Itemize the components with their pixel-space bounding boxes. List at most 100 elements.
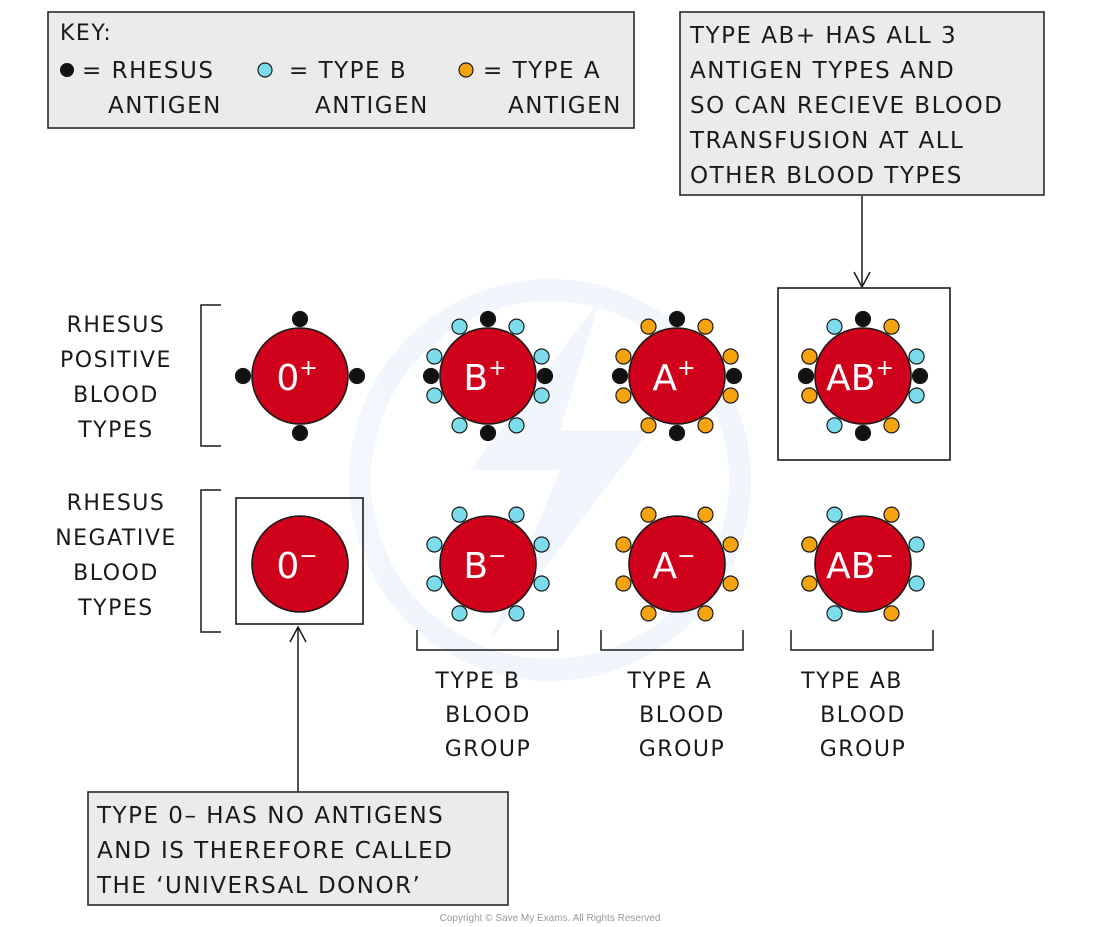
type-a-antigen xyxy=(615,575,632,592)
antigens-ab-negative xyxy=(801,506,925,622)
positive-row-label: RHESUS POSITIVE BLOOD TYPES xyxy=(60,304,221,447)
type-b-group: TYPE B BLOOD GROUP xyxy=(416,630,559,762)
rhesus-antigen-icon xyxy=(60,63,74,77)
negative-row-label: RHESUS NEGATIVE BLOOD TYPES xyxy=(55,489,221,633)
o-negative-note: TYPE 0– HAS NO ANTIGENS AND IS THEREFORE… xyxy=(87,791,509,906)
rhesus-antigen xyxy=(725,367,743,385)
cell-label-a-negative: A− xyxy=(652,544,695,587)
type-a-antigen xyxy=(615,387,632,404)
type-b-antigen xyxy=(426,387,443,404)
rhesus-antigen xyxy=(348,367,366,385)
type-b-antigen xyxy=(826,318,843,335)
antigens-ab-positive xyxy=(797,310,929,442)
cell-sign-b-positive: + xyxy=(488,356,506,381)
o-note-line-3: THE ‘UNIVERSAL DONOR’ xyxy=(96,873,421,899)
rhesus-antigen xyxy=(797,367,815,385)
positive-bracket xyxy=(200,304,221,447)
red-blood-cell xyxy=(251,515,349,613)
key-type-b-line1: = TYPE B xyxy=(289,58,407,84)
type-b-antigen xyxy=(826,605,843,622)
cell-sign-o-positive: + xyxy=(299,356,317,381)
type-b-antigen xyxy=(426,575,443,592)
type-b-antigen xyxy=(508,417,525,434)
rhesus-antigen xyxy=(536,367,554,385)
cell-ab-positive: AB+ xyxy=(797,310,929,442)
type-b-group-line-2: BLOOD xyxy=(445,703,531,728)
rhesus-antigen xyxy=(422,367,440,385)
type-a-antigen-icon xyxy=(458,62,474,78)
cell-a-positive: A+ xyxy=(611,310,743,442)
cell-base-o-negative: 0 xyxy=(276,546,299,587)
type-a-antigen xyxy=(640,417,657,434)
negative-label-line-3: BLOOD xyxy=(73,561,159,586)
negative-label-line-2: NEGATIVE xyxy=(55,526,177,551)
cell-sign-o-negative: − xyxy=(299,544,317,569)
type-b-antigen xyxy=(508,318,525,335)
type-b-antigen xyxy=(426,536,443,553)
type-a-antigen xyxy=(883,318,900,335)
cell-base-ab-negative: AB xyxy=(826,546,875,587)
cell-base-b-negative: B xyxy=(463,546,488,587)
type-a-antigen xyxy=(722,575,739,592)
key-type-a-line1: = TYPE A xyxy=(483,58,601,84)
blood-cells: 0+B+A+AB+0−B−A−AB− xyxy=(234,310,929,622)
cell-sign-b-negative: − xyxy=(488,544,506,569)
cell-o-positive: 0+ xyxy=(234,310,366,442)
cell-base-o-positive: 0 xyxy=(276,358,299,399)
ab-note-line-3: SO CAN RECIEVE BLOOD xyxy=(690,93,1003,119)
antigens-a-negative xyxy=(615,506,739,622)
rhesus-antigen xyxy=(668,310,686,328)
antigens-a-positive xyxy=(611,310,743,442)
rhesus-antigen xyxy=(854,424,872,442)
rhesus-antigen xyxy=(234,367,252,385)
type-a-antigen xyxy=(640,318,657,335)
type-ab-group-line-3: GROUP xyxy=(820,737,907,762)
type-b-antigen xyxy=(908,575,925,592)
cell-label-b-positive: B+ xyxy=(463,356,506,399)
copyright: Copyright © Save My Exams. All Rights Re… xyxy=(440,913,661,924)
cell-o-negative: 0− xyxy=(251,515,349,613)
rhesus-antigen xyxy=(291,424,309,442)
key-rhesus-line2: ANTIGEN xyxy=(108,93,222,119)
type-a-antigen xyxy=(640,506,657,523)
type-b-antigen xyxy=(451,605,468,622)
red-blood-cell xyxy=(814,327,912,425)
red-blood-cell xyxy=(439,327,537,425)
cell-ab-negative: AB− xyxy=(801,506,925,622)
red-blood-cell xyxy=(814,515,912,613)
key-rhesus-line1: = RHESUS xyxy=(82,58,214,84)
o-note-line-1: TYPE 0– HAS NO ANTIGENS xyxy=(96,803,444,829)
type-a-antigen xyxy=(640,605,657,622)
o-negative-frame xyxy=(235,497,364,625)
type-ab-group: TYPE AB BLOOD GROUP xyxy=(790,630,934,762)
cell-sign-a-negative: − xyxy=(677,544,695,569)
rhesus-antigen xyxy=(668,424,686,442)
negative-label-line-4: TYPES xyxy=(77,596,154,621)
rhesus-antigen xyxy=(854,310,872,328)
watermark-logo xyxy=(349,279,751,681)
type-ab-group-line-2: BLOOD xyxy=(820,703,906,728)
cell-label-ab-positive: AB+ xyxy=(826,356,894,399)
antigens-b-positive xyxy=(422,310,554,442)
cell-label-ab-negative: AB− xyxy=(826,544,894,587)
red-blood-cell xyxy=(628,515,726,613)
type-a-antigen xyxy=(801,575,818,592)
type-a-group-line-2: BLOOD xyxy=(639,703,725,728)
red-blood-cell xyxy=(251,327,349,425)
key-type-b-line2: ANTIGEN xyxy=(315,93,429,119)
cell-base-a-positive: A xyxy=(652,358,677,399)
key-box: KEY: = RHESUS ANTIGEN = TYPE B ANTIGEN =… xyxy=(47,11,635,129)
key-title: KEY: xyxy=(60,21,112,46)
ab-positive-frame xyxy=(777,287,951,461)
type-b-antigen xyxy=(451,417,468,434)
type-a-antigen xyxy=(722,387,739,404)
type-a-antigen xyxy=(697,506,714,523)
positive-label-line-1: RHESUS xyxy=(67,313,166,338)
cell-a-negative: A− xyxy=(615,506,739,622)
type-b-group-line-1: TYPE B xyxy=(434,669,520,694)
type-b-group-line-3: GROUP xyxy=(445,737,532,762)
type-b-antigen xyxy=(533,536,550,553)
type-a-antigen xyxy=(801,536,818,553)
type-b-antigen xyxy=(451,506,468,523)
